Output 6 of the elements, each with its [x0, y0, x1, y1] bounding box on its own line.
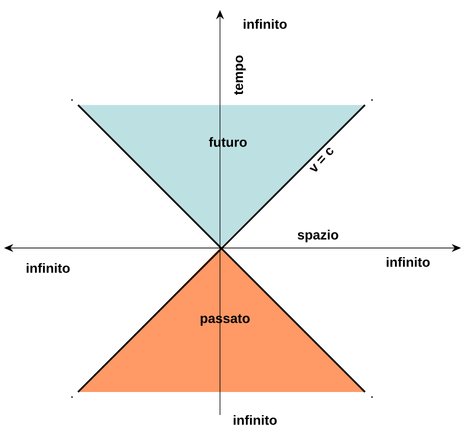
axis-label: infinito: [26, 263, 70, 273]
axis-label: v = c: [309, 148, 334, 172]
axis-label: spazio: [298, 230, 338, 242]
axis-label: infinito: [234, 415, 277, 425]
axis-label: infinito: [244, 19, 287, 29]
axis-label: infinito: [386, 257, 430, 267]
